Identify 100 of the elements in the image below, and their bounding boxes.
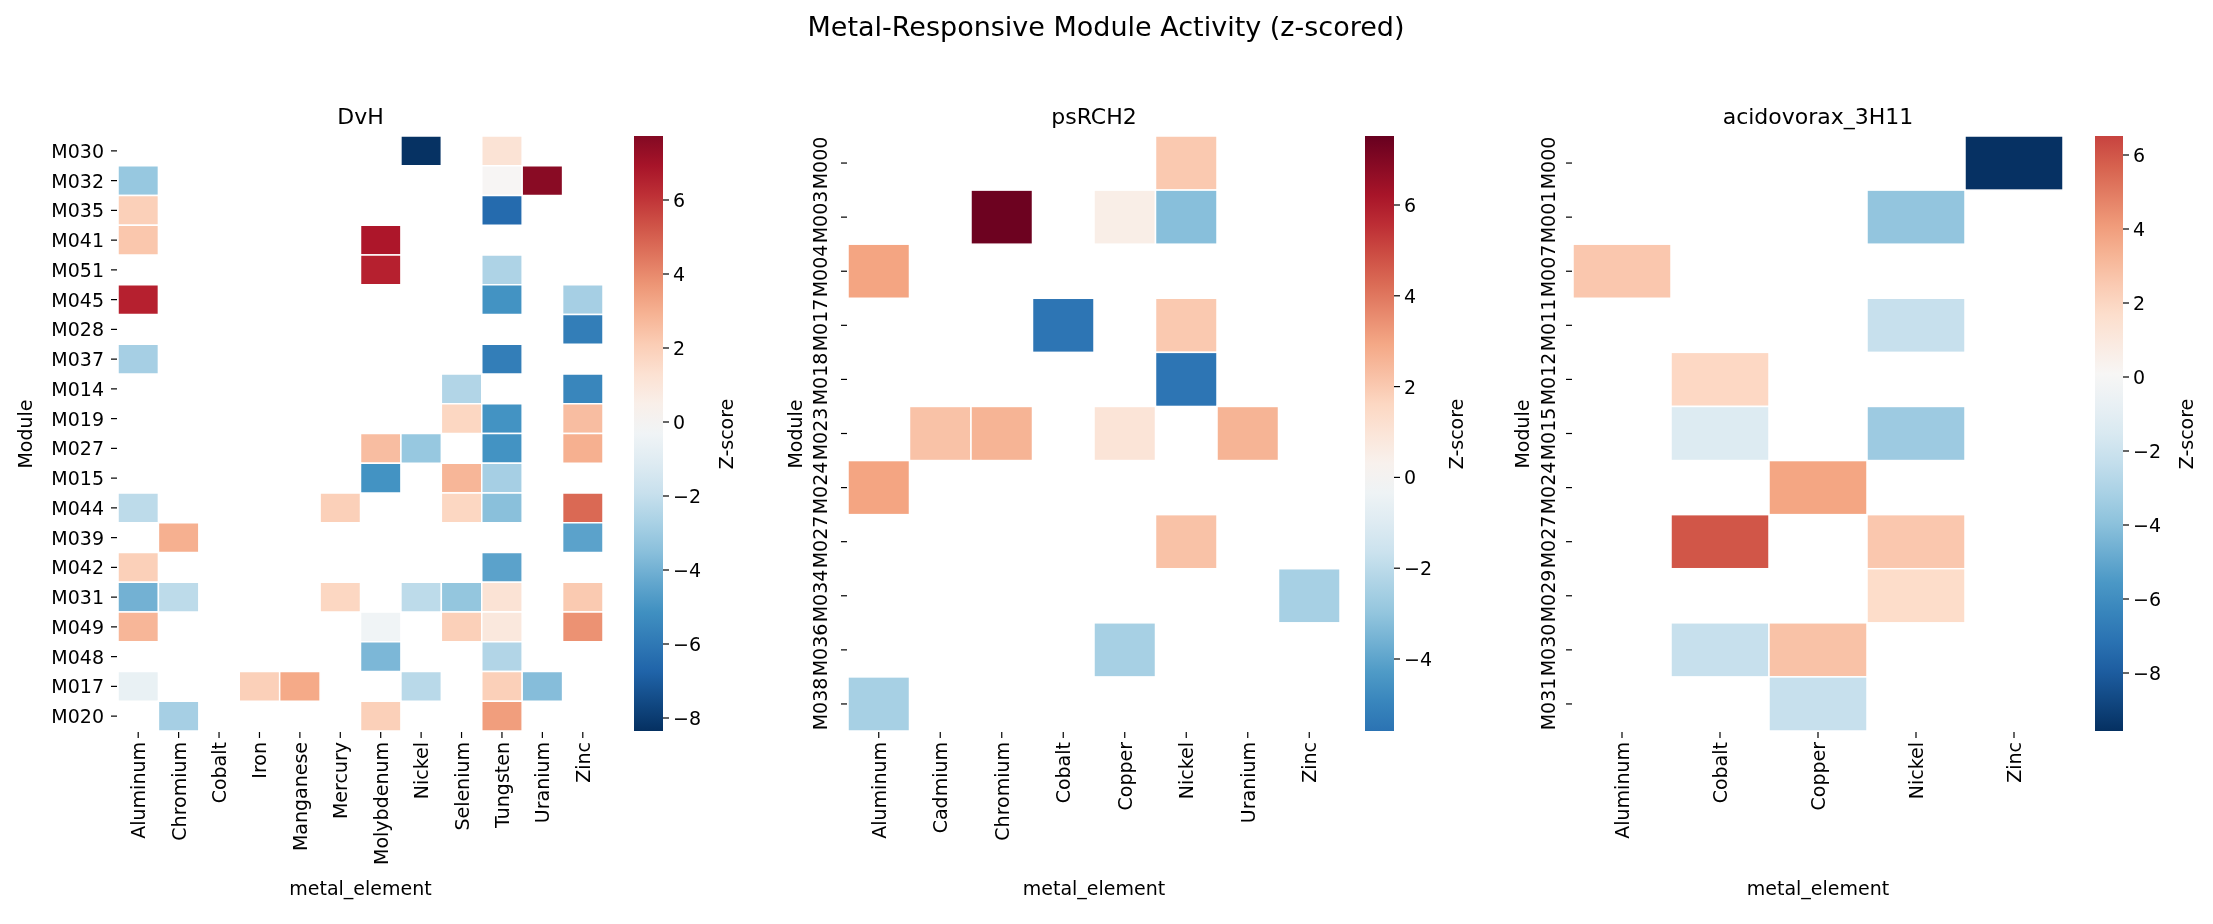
- tick-label: 2: [1404, 377, 1417, 397]
- row-label: M024: [810, 461, 830, 514]
- tick-label: 2: [2133, 293, 2146, 313]
- tick-label: 2: [673, 338, 686, 358]
- row-label: M027: [1538, 515, 1558, 568]
- tick-label: 6: [2133, 145, 2146, 165]
- row-label: M048: [51, 647, 104, 667]
- axis-label: Z-score: [713, 398, 738, 469]
- row-label: M000: [810, 136, 830, 190]
- tick-label: −4: [1404, 649, 1432, 669]
- axis-label: metal_element: [1022, 875, 1166, 902]
- column-label: Uranium: [1238, 742, 1258, 824]
- row-label: M019: [51, 409, 104, 429]
- column-label: Zinc: [1299, 742, 1319, 783]
- tick-label: −2: [2133, 441, 2161, 461]
- axis-label: metal_element: [1746, 875, 1890, 902]
- column-label: Cadmium: [930, 742, 950, 834]
- column-label: Mercury: [330, 742, 350, 820]
- row-label: M014: [51, 379, 104, 399]
- column-label: Chromium: [169, 742, 189, 841]
- column-label: Cobalt: [1053, 742, 1073, 804]
- axis-label: Z-score: [1443, 398, 1468, 469]
- column-label: Aluminum: [1612, 742, 1632, 839]
- row-label: M051: [51, 260, 104, 280]
- row-label: M027: [810, 515, 830, 568]
- tick-label: 6: [673, 190, 686, 210]
- row-label: M029: [1538, 569, 1558, 623]
- row-label: M035: [51, 200, 104, 220]
- row-label: M015: [51, 468, 104, 488]
- row-label: M028: [51, 319, 104, 339]
- axis-label: Z-score: [2173, 398, 2198, 469]
- row-label: M027: [51, 438, 104, 458]
- row-label: M012: [1538, 353, 1558, 406]
- column-label: Iron: [249, 742, 269, 779]
- row-label: M030: [51, 141, 104, 161]
- row-label: M004: [810, 244, 830, 298]
- row-label: M031: [51, 587, 104, 607]
- column-label: Tungsten: [492, 742, 512, 828]
- tick-label: −8: [673, 708, 701, 728]
- tick-label: 4: [1404, 286, 1417, 306]
- axis-label: Module: [1509, 398, 1534, 469]
- tick-label: 0: [673, 412, 686, 432]
- row-label: M017: [51, 676, 104, 696]
- row-label: M042: [51, 557, 104, 577]
- row-label: M011: [1538, 299, 1558, 352]
- tick-label: −6: [2133, 589, 2161, 609]
- chart-title: Metal-Responsive Module Activity (z-scored): [807, 9, 1405, 44]
- row-label: M024: [1538, 461, 1558, 514]
- row-label: M037: [51, 349, 104, 369]
- row-label: M041: [51, 230, 104, 250]
- row-label: M039: [51, 528, 104, 548]
- tick-label: 4: [2133, 219, 2146, 239]
- axis-label: Module: [782, 398, 807, 469]
- tick-label: −2: [1404, 558, 1432, 578]
- column-label: Nickel: [1906, 742, 1926, 800]
- row-label: M045: [51, 290, 104, 310]
- column-label: Cobalt: [1710, 742, 1730, 804]
- panel-title: DvH: [337, 102, 384, 131]
- row-label: M038: [810, 677, 830, 731]
- column-label: Zinc: [2004, 742, 2024, 783]
- row-label: M023: [810, 407, 830, 460]
- row-label: M036: [810, 623, 830, 677]
- row-label: M000: [1538, 136, 1558, 190]
- column-label: Manganese: [290, 742, 310, 852]
- tick-label: −2: [673, 486, 701, 506]
- row-label: M020: [51, 706, 104, 726]
- tick-label: −8: [2133, 663, 2161, 683]
- tick-label: −4: [673, 560, 701, 580]
- row-label: M049: [51, 617, 104, 637]
- column-label: Nickel: [411, 742, 431, 800]
- column-label: Copper: [1808, 742, 1828, 811]
- row-label: M034: [810, 569, 830, 623]
- column-label: Chromium: [992, 742, 1012, 841]
- axis-label: Module: [12, 398, 37, 469]
- row-label: M030: [1538, 623, 1558, 677]
- column-label: Selenium: [452, 742, 472, 831]
- column-label: Uranium: [532, 742, 552, 824]
- row-label: M017: [810, 299, 830, 352]
- column-label: Zinc: [573, 742, 593, 783]
- tick-label: −6: [673, 634, 701, 654]
- row-label: M032: [51, 171, 104, 191]
- column-label: Nickel: [1176, 742, 1196, 800]
- row-label: M003: [810, 190, 830, 244]
- panel-title: acidovorax_3H11: [1722, 102, 1914, 132]
- tick-label: 6: [1404, 195, 1417, 215]
- row-label: M007: [1538, 244, 1558, 298]
- tick-label: 0: [2133, 367, 2146, 387]
- tick-label: 4: [673, 264, 686, 284]
- row-label: M044: [51, 498, 104, 518]
- column-label: Copper: [1115, 742, 1135, 811]
- column-label: Aluminum: [869, 742, 889, 839]
- tick-label: 0: [1404, 467, 1417, 487]
- tick-label: −4: [2133, 515, 2161, 535]
- row-label: M001: [1538, 190, 1558, 244]
- axis-label: metal_element: [289, 875, 432, 902]
- panel-title: psRCH2: [1051, 102, 1137, 131]
- row-label: M018: [810, 353, 830, 406]
- row-label: M031: [1538, 677, 1558, 731]
- column-label: Cobalt: [209, 742, 229, 804]
- column-label: Molybdenum: [371, 742, 391, 865]
